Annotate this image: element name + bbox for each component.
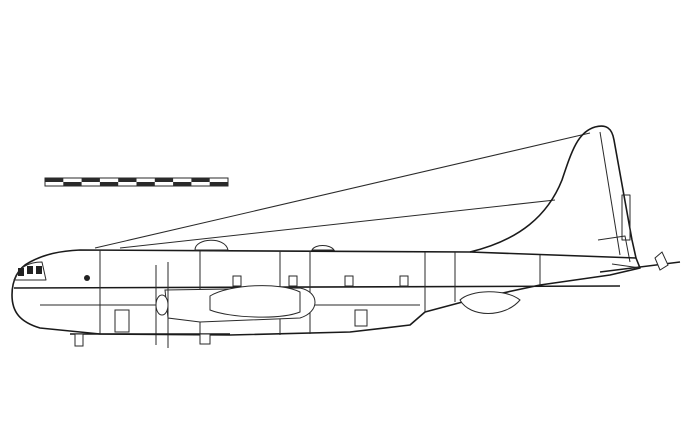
wing-fairing	[459, 291, 521, 314]
astrodome	[194, 239, 229, 251]
cockpit-windows	[18, 266, 42, 276]
fuselage-windows	[84, 275, 409, 333]
scale-bar	[44, 177, 229, 187]
scale-bar-segment	[136, 182, 155, 186]
cockpit-glazing	[13, 261, 47, 281]
landing-gear	[70, 333, 230, 347]
scale-bar-segment	[191, 178, 210, 182]
scale-bar-segment	[209, 182, 228, 186]
engine-nacelle	[155, 262, 316, 348]
scale-bar-segment	[173, 182, 192, 186]
fuselage	[11, 249, 641, 336]
antenna-wires	[94, 132, 591, 249]
scale-bar-segment	[81, 178, 100, 182]
scale-bar-segment	[63, 182, 82, 186]
scale-bar-segment	[118, 178, 137, 182]
refuelling-boom	[599, 261, 681, 273]
vertical-stabilizer	[469, 125, 637, 259]
scale-bar-segment	[154, 178, 174, 182]
scale-bar-segment	[45, 178, 64, 182]
scale-bar-segment	[99, 182, 119, 186]
